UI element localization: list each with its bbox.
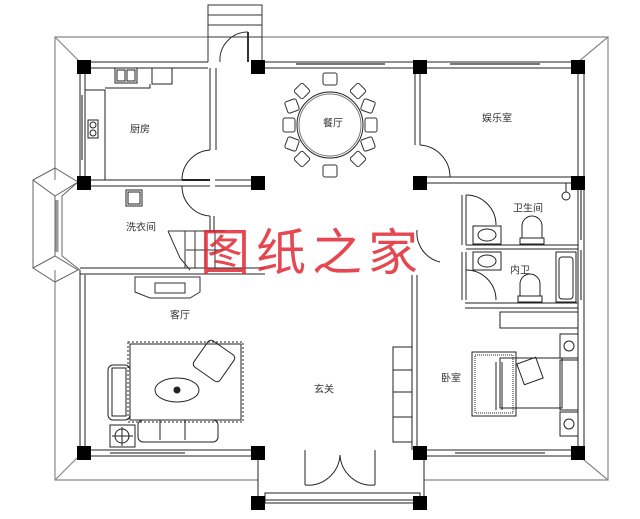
laundry-fixtures xyxy=(125,189,143,207)
room-label-bathroom: 卫生间 xyxy=(513,203,543,215)
room-label-entertainment: 娱乐室 xyxy=(482,113,512,125)
foyer-cabinet xyxy=(392,346,413,443)
bedroom-furniture xyxy=(471,333,579,437)
watermark: 图纸之家 xyxy=(200,224,424,282)
room-label-foyer: 玄关 xyxy=(314,384,334,396)
outer-eave-frame xyxy=(54,36,609,481)
room-label-bedroom: 卧室 xyxy=(441,373,461,385)
room-label-living: 客厅 xyxy=(170,310,190,322)
kitchen-fixtures xyxy=(85,67,173,180)
staircase xyxy=(134,230,226,299)
structural-columns xyxy=(77,60,585,510)
rear-stair-tower xyxy=(207,4,263,63)
room-label-dining: 餐厅 xyxy=(323,118,343,130)
dining-table xyxy=(282,72,378,178)
bay-window xyxy=(32,167,81,283)
bathroom-fixtures xyxy=(472,183,579,329)
room-label-kitchen: 厨房 xyxy=(130,124,150,136)
room-label-laundry: 洗衣间 xyxy=(126,222,156,234)
room-label-ensuite: 内卫 xyxy=(510,265,530,277)
living-room-furniture xyxy=(107,339,244,448)
